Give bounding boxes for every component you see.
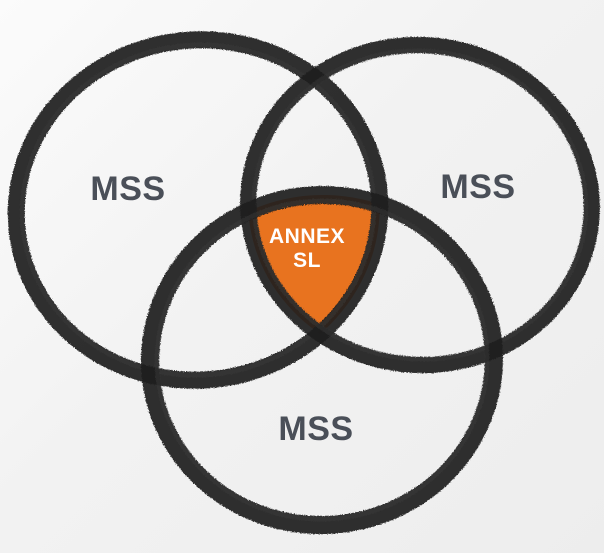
intersection-label-line1: ANNEX: [269, 225, 345, 248]
set-label-bottom: MSS: [278, 410, 353, 448]
left-ring: [7, 31, 389, 389]
bottom-ring: [141, 185, 503, 535]
right-ring: [240, 36, 600, 374]
set-label-right: MSS: [440, 168, 515, 206]
intersection-label-line2: SL: [293, 249, 321, 272]
set-label-left: MSS: [90, 170, 165, 208]
